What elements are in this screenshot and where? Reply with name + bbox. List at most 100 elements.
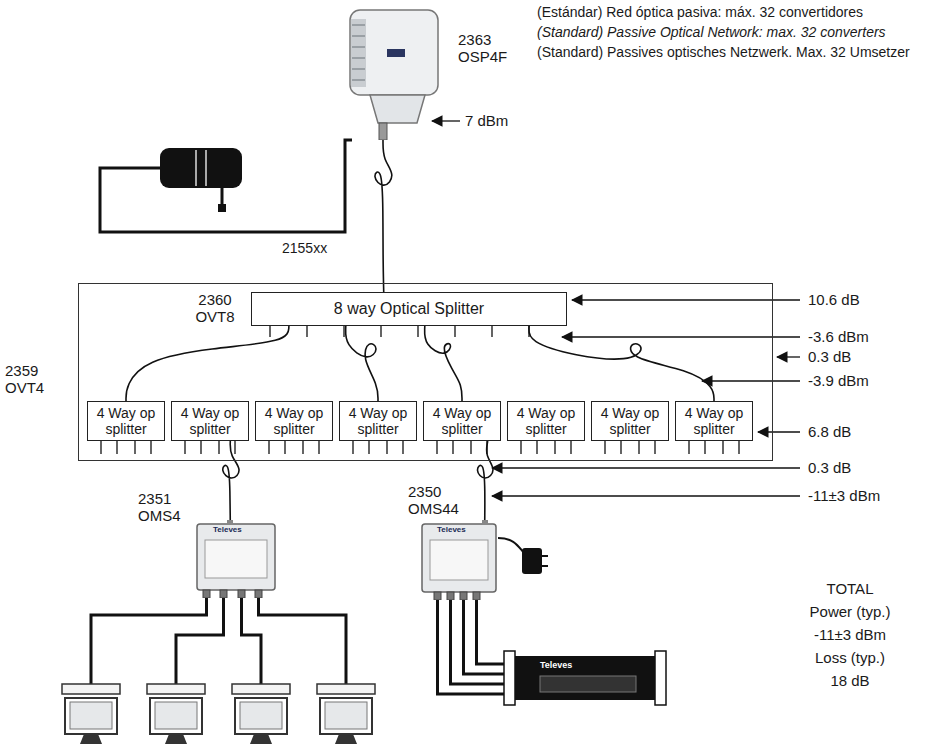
- tv-screen: [150, 698, 202, 734]
- fiber-port: [318, 440, 319, 454]
- box-label: 4 Way op splitter: [343, 405, 413, 437]
- box-label: 4 Way op splitter: [91, 405, 161, 437]
- brand-logo: Televes: [213, 525, 242, 535]
- tv-display: [240, 702, 282, 729]
- rf-port: [434, 592, 441, 600]
- total-text: -11±3 dBm: [795, 626, 905, 644]
- fiber-port: [402, 440, 403, 454]
- fiber-port: [234, 440, 235, 454]
- power-cable: [100, 140, 352, 232]
- device-body: [422, 524, 496, 592]
- splitter-box: 4 Way op splitter: [255, 401, 333, 441]
- fiber-port: [116, 440, 117, 454]
- level-arrow: [492, 467, 800, 468]
- total-text: 18 dB: [795, 672, 905, 690]
- power-level: 7 dBm: [465, 112, 508, 130]
- fiber-port: [604, 440, 605, 454]
- tv-screen: [65, 698, 117, 734]
- note-text: (Standard) Passives optisches Netzwerk. …: [537, 44, 910, 61]
- loss-value: 0.3 dB: [808, 459, 851, 477]
- splitter-box: 4 Way op splitter: [171, 401, 249, 441]
- fiber-port: [688, 440, 689, 454]
- device-body: [197, 524, 275, 590]
- tv-display: [70, 702, 112, 729]
- fiber-port: [269, 325, 270, 337]
- fiber-input: [482, 520, 488, 525]
- rf-port: [203, 590, 210, 598]
- fiber-port: [134, 440, 135, 454]
- level-arrow: [758, 431, 800, 432]
- fiber-port: [452, 440, 453, 454]
- fiber-port: [638, 440, 639, 454]
- device-panel: [205, 540, 267, 578]
- brand-logo: Televes: [437, 525, 466, 535]
- box-label: 4 Way op splitter: [595, 405, 665, 437]
- fiber-cable: [529, 326, 714, 401]
- rf-port: [460, 592, 467, 600]
- part-number: 2350 OMS44: [408, 483, 470, 518]
- total-text: Loss (typ.): [795, 649, 905, 667]
- fiber-port: [352, 440, 353, 454]
- fiber-port: [520, 440, 521, 454]
- note-text: (Estándar) Red óptica pasiva: máx. 32 co…: [537, 4, 863, 21]
- rf-port: [447, 592, 454, 600]
- fiber-port: [470, 440, 471, 454]
- level-arrow: [702, 380, 800, 381]
- power-level: -3.9 dBm: [808, 372, 869, 390]
- fiber-connector: [379, 123, 387, 140]
- set-top-box: [62, 684, 120, 694]
- box-label: 4 Way op splitter: [427, 405, 497, 437]
- device-fin: [352, 57, 365, 59]
- multiswitch-bracket: [655, 651, 666, 705]
- level-arrow: [432, 120, 460, 121]
- part-number: 2155xx: [282, 240, 327, 257]
- set-top-box: [147, 684, 205, 694]
- coax-cable: [259, 598, 347, 684]
- level-arrow: [562, 336, 800, 337]
- supply-plug: [221, 188, 224, 206]
- tv-stand: [80, 734, 102, 744]
- set-top-box: [317, 684, 375, 694]
- fiber-port: [386, 440, 387, 454]
- device-body: [350, 10, 438, 95]
- fiber-port: [343, 325, 344, 337]
- fiber-port: [100, 440, 101, 454]
- rf-port: [220, 590, 227, 598]
- supply-band: [205, 150, 207, 186]
- device-neck: [370, 95, 425, 123]
- fiber-ports: [101, 325, 739, 454]
- fiber-port: [150, 440, 151, 454]
- supply-plug: [218, 204, 226, 212]
- fiber-port: [738, 440, 739, 454]
- device-badge: [387, 49, 405, 57]
- box-label: 4 Way op splitter: [511, 405, 581, 437]
- fiber-cable: [346, 326, 378, 401]
- fiber-port: [620, 440, 621, 454]
- splitter-box: 4 Way op splitter: [87, 401, 165, 441]
- fiber-port: [306, 325, 307, 337]
- level-arrow: [492, 495, 800, 496]
- box-label: 4 Way op splitter: [259, 405, 329, 437]
- multiswitch: [512, 656, 658, 700]
- fiber-cable: [477, 441, 493, 520]
- part-number: 2351 OMS4: [138, 490, 194, 525]
- fiber-port: [184, 440, 185, 454]
- rf-port: [473, 592, 480, 600]
- coax-cable: [464, 600, 509, 674]
- device-fin: [352, 68, 365, 70]
- fiber-port: [200, 440, 201, 454]
- note-text: (Standard) Passive Optical Network: max.…: [537, 24, 886, 41]
- splitter-box: 4 Way op splitter: [339, 401, 417, 441]
- fiber-cable: [375, 140, 392, 292]
- tv-stand: [250, 734, 272, 744]
- fiber-port: [380, 325, 381, 337]
- level-arrow: [572, 299, 800, 300]
- set-top-box: [232, 684, 290, 694]
- fiber-cable: [223, 441, 239, 520]
- splitter-box: 4 Way op splitter: [507, 401, 585, 441]
- fiber-port: [491, 325, 492, 337]
- fiber-input: [227, 520, 233, 525]
- splitter-box: 4 Way op splitter: [591, 401, 669, 441]
- fiber-port: [218, 440, 219, 454]
